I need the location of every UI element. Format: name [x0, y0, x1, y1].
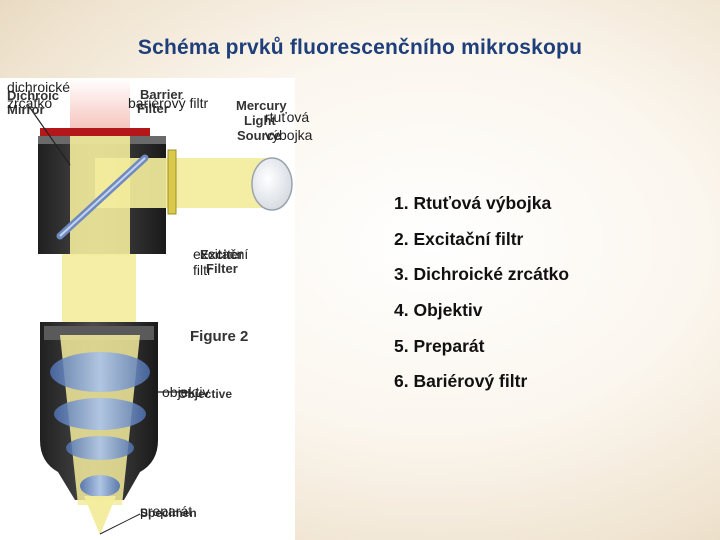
page-title: Schéma prvků fluorescenčního mikroskopu [137, 36, 583, 59]
label-objective: Objective [178, 387, 232, 401]
objective-lens-2 [54, 398, 146, 430]
label-figure-caption: Figure 2 [190, 328, 248, 345]
label-exciter-line1: Exciter [200, 247, 243, 262]
beam-lower [62, 254, 136, 324]
czech-label-barierovy: bariérový filtr [128, 95, 209, 111]
beam-horizontal [95, 158, 275, 208]
czech-label-rtutova: rtuťová [265, 109, 310, 125]
label-barrier-line2: Filter [137, 101, 169, 116]
list-item-specimen: 5. Preparát [394, 336, 485, 356]
czech-label-excitacni: excitační [193, 246, 249, 262]
microscope-diagram: Dichroic Mirror Barrier Filter Mercury L… [0, 78, 295, 540]
czech-label-objektiv: objektiv [162, 384, 210, 400]
list-item-objective: 4. Objektiv [394, 300, 483, 320]
label-dichroic-line1: Dichroic [7, 88, 59, 103]
label-mercury-line2: Light [244, 113, 276, 128]
label-mercury-line3: Source [237, 128, 281, 143]
objective-lens-4 [80, 475, 120, 497]
objective-lens-1 [50, 352, 150, 392]
objective-lens-3 [66, 436, 134, 460]
czech-label-dichroicke: dichroické [7, 79, 71, 95]
list-item-exciter: 2. Excitační filtr [394, 229, 524, 249]
list-item-dichroic: 3. Dichroické zrcátko [394, 264, 570, 284]
czech-label-zrcatko: zrcátko [7, 95, 53, 111]
label-specimen: Specimen [140, 506, 197, 520]
label-barrier-line1: Barrier [140, 87, 183, 102]
exciter-filter-plate [167, 149, 177, 215]
list-item-lamp: 1. Rtuťová výbojka [394, 193, 552, 213]
mercury-lamp-bulb [251, 157, 293, 211]
label-dichroic-line2: Mirror [7, 102, 45, 117]
czech-label-preparat: preparát [140, 503, 193, 519]
label-exciter-line2: Filter [206, 261, 238, 276]
czech-label-filtr: filtr [193, 262, 212, 278]
czech-label-vybojka: výbojka [265, 127, 313, 143]
label-mercury-line1: Mercury [236, 98, 287, 113]
barrier-filter-bar [40, 128, 150, 136]
list-item-barrier: 6. Bariérový filtr [394, 371, 528, 391]
